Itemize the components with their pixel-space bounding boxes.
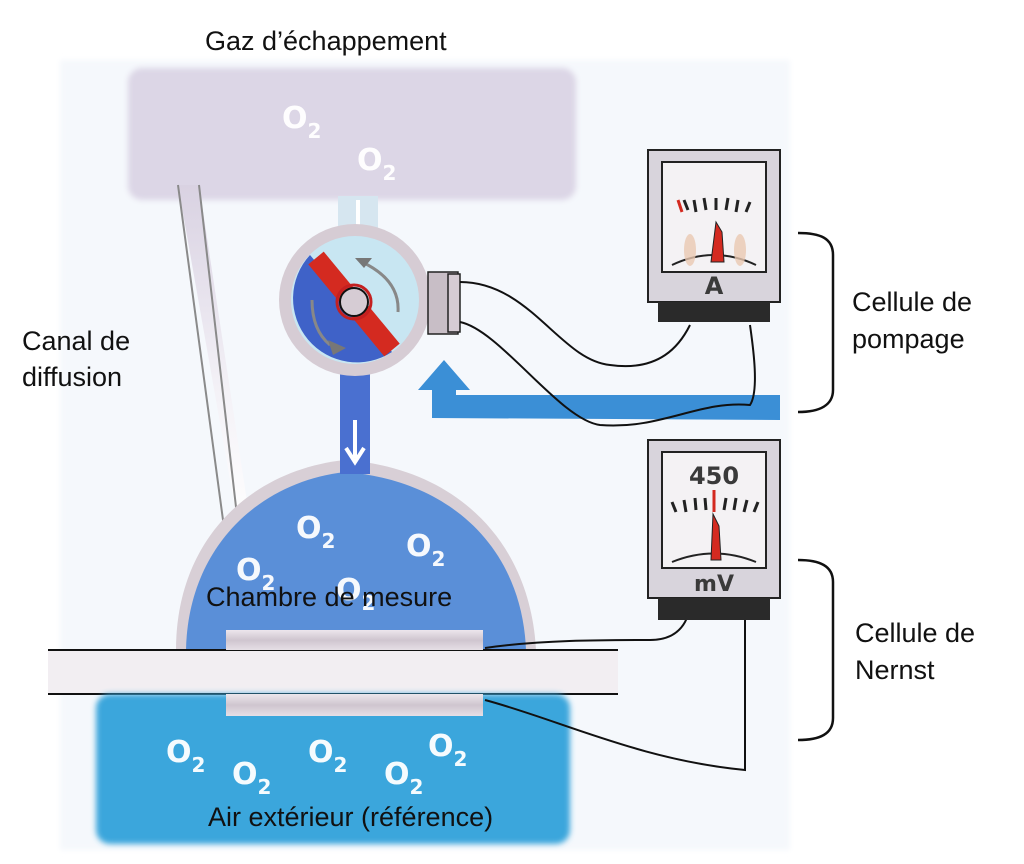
pump-cell-label-line2: pompage xyxy=(852,324,965,354)
rotation-arrow-icon xyxy=(310,299,331,347)
ammeter: A xyxy=(647,149,781,322)
wires xyxy=(459,281,756,772)
o2-molecule: O2 xyxy=(308,735,347,777)
outer-electrode xyxy=(226,694,483,716)
outside-air-region xyxy=(96,694,570,844)
measuring-chamber-label: Chambre de mesure xyxy=(206,582,452,612)
o2-molecule: O2 xyxy=(296,511,335,553)
diffusion-channel-label-line2: diffusion xyxy=(22,362,122,392)
pump-cell-label-line1: Cellule de xyxy=(852,287,972,317)
ammeter-unit: A xyxy=(705,272,724,300)
o2-molecule: O2 xyxy=(336,573,375,615)
pump-cell xyxy=(279,224,461,376)
exhaust-gas-region xyxy=(128,68,576,200)
o2-molecule: O2 xyxy=(357,143,396,185)
voltmeter-reading: 450 xyxy=(689,462,739,490)
o2-molecule: O2 xyxy=(236,553,275,595)
exhaust-gas-label: Gaz d’échappement xyxy=(205,26,447,56)
o2-molecule: O2 xyxy=(282,101,321,143)
o2-molecule: O2 xyxy=(406,529,445,571)
nernst-cell-label-line2: Nernst xyxy=(855,655,935,685)
diffusion-channel-label-line1: Canal de xyxy=(22,326,130,356)
nernst-cell-bracket xyxy=(797,558,835,742)
nernst-cell-label-line1: Cellule de xyxy=(855,618,975,648)
o2-molecules: O2 O2 O2 O2 O2 O2 O2 O2 O2 O2 O2 xyxy=(166,101,467,799)
measuring-chamber xyxy=(176,460,536,650)
rotation-arrow-icon xyxy=(361,260,400,313)
pump-cell-bracket xyxy=(797,231,835,414)
voltmeter: 450 mV xyxy=(647,439,781,620)
pump-current-arrow-icon xyxy=(418,360,780,420)
outside-air-label: Air extérieur (référence) xyxy=(208,802,493,832)
outlet-arrow-icon xyxy=(344,420,366,466)
o2-molecule: O2 xyxy=(166,735,205,777)
o2-molecule: O2 xyxy=(428,729,467,771)
o2-molecule: O2 xyxy=(384,757,423,799)
o2-molecule: O2 xyxy=(232,757,271,799)
inner-electrode xyxy=(226,630,483,650)
voltmeter-unit: mV xyxy=(694,572,734,597)
electrolyte-plate xyxy=(48,649,618,695)
